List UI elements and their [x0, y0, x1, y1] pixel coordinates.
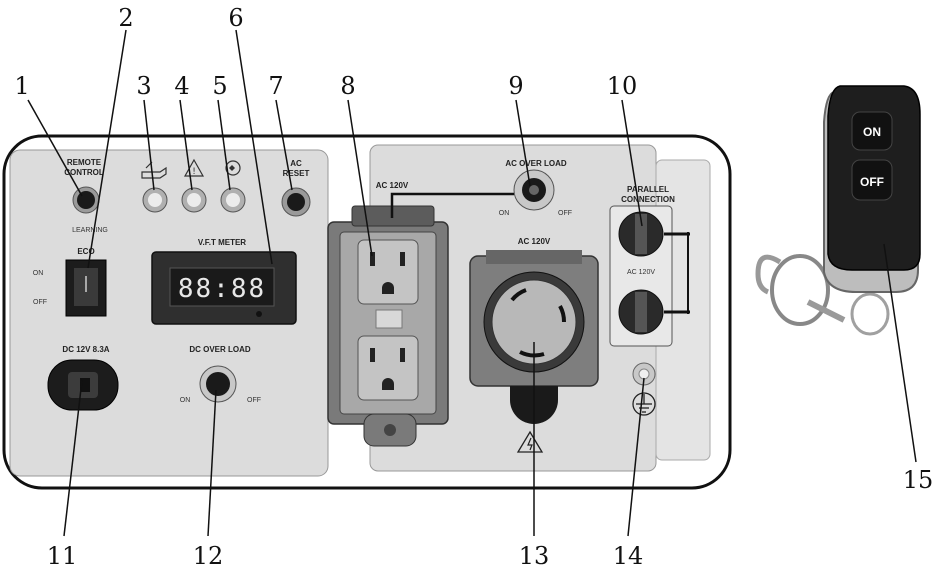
leader-7 [275, 99, 293, 191]
callout-1: 1 [14, 72, 29, 100]
callout-4: 4 [174, 72, 189, 100]
svg-text:!: ! [192, 167, 196, 177]
parallel-label-line2: CONNECTION [621, 195, 675, 204]
leader-11 [63, 379, 83, 537]
leader-lines [27, 29, 917, 537]
remote-off-button[interactable]: OFF [851, 159, 893, 201]
ac-120v-twistlock-label: AC 120V [518, 237, 551, 246]
meter-display: 88:88 [178, 274, 266, 304]
callout-15: 15 [903, 466, 934, 494]
remote-on-label: ON [863, 125, 881, 139]
ac-120v-twist-lock-outlet: AC 120V [469, 237, 599, 424]
ground-symbol-icon [632, 392, 656, 416]
callout-13: 13 [519, 542, 550, 570]
leader-9 [515, 99, 531, 187]
ac-reset-label-line2: RESET [283, 169, 310, 178]
remote-control-fob: ON OFF [755, 85, 921, 336]
ac-ol-on-label: ON [499, 210, 510, 217]
callout-2: 2 [118, 4, 133, 32]
remote-label-line2: CONTROL [64, 168, 104, 177]
learning-label: LEARNING [72, 227, 108, 234]
parallel-connection: PARALLEL CONNECTION AC 120V [609, 185, 690, 347]
dc-rating-label: DC 12V 8.3A [62, 345, 109, 354]
callout-10: 10 [607, 72, 638, 100]
callout-8: 8 [340, 72, 355, 100]
leader-14 [627, 377, 645, 537]
ac-reset-label-line1: AC [290, 159, 302, 168]
callout-numbers: 1 2 3 4 5 6 7 8 9 10 11 12 13 14 15 [14, 4, 933, 570]
leader-12 [207, 389, 217, 537]
callout-12: 12 [193, 542, 224, 570]
ac-reset-button[interactable]: AC RESET [281, 159, 311, 217]
keyring [755, 254, 890, 336]
ac-120v-duplex-outlet: AC 120V [327, 181, 449, 447]
callout-5: 5 [212, 72, 227, 100]
eco-label: ECO [77, 247, 94, 256]
overload-warning-lamp: ! [181, 158, 207, 213]
ground-terminal [632, 362, 656, 416]
ac-overload-breaker[interactable]: AC OVER LOAD ON OFF [499, 159, 572, 217]
callout-11: 11 [47, 542, 78, 570]
ac-over-load-label: AC OVER LOAD [505, 159, 567, 168]
leader-3 [143, 99, 155, 191]
leader-1 [27, 99, 83, 197]
dc-overload-breaker[interactable]: DC OVER LOAD ON OFF [180, 345, 261, 404]
leader-6 [235, 29, 273, 265]
eco-off-label: OFF [33, 299, 47, 306]
leader-15 [883, 243, 917, 463]
dc-outlet: DC 12V 8.3A [47, 345, 119, 411]
breaker-wire [390, 192, 514, 218]
ac-ol-off-label: OFF [558, 210, 572, 217]
callout-6: 6 [228, 4, 243, 32]
eco-on-label: ON [33, 270, 44, 277]
vft-meter: V.F.T METER 88:88 [151, 238, 297, 325]
leader-10 [621, 99, 643, 227]
remote-on-button[interactable]: ON [851, 111, 893, 151]
callout-14: 14 [613, 542, 644, 570]
leader-8 [347, 99, 373, 257]
vft-meter-label: V.F.T METER [198, 238, 246, 247]
output-icon [225, 160, 241, 176]
callout-7: 7 [268, 72, 283, 100]
parallel-ac-120v-label: AC 120V [627, 269, 655, 276]
electrical-hazard-icon [516, 430, 544, 453]
remote-label-line1: REMOTE [67, 158, 102, 167]
parallel-label-line1: PARALLEL [627, 185, 669, 194]
leader-2 [87, 29, 127, 269]
dc-ol-off-label: OFF [247, 397, 261, 404]
leader-4 [179, 99, 193, 191]
remote-off-label: OFF [860, 175, 884, 189]
eco-switch[interactable]: ECO ON OFF [33, 247, 107, 317]
callout-3: 3 [136, 72, 151, 100]
ac-120v-top-label: AC 120V [376, 181, 409, 190]
callout-9: 9 [508, 72, 523, 100]
dc-over-load-label: DC OVER LOAD [189, 345, 251, 354]
dc-ol-on-label: ON [180, 397, 191, 404]
leader-5 [217, 99, 231, 191]
output-indicator-lamp [220, 160, 246, 213]
